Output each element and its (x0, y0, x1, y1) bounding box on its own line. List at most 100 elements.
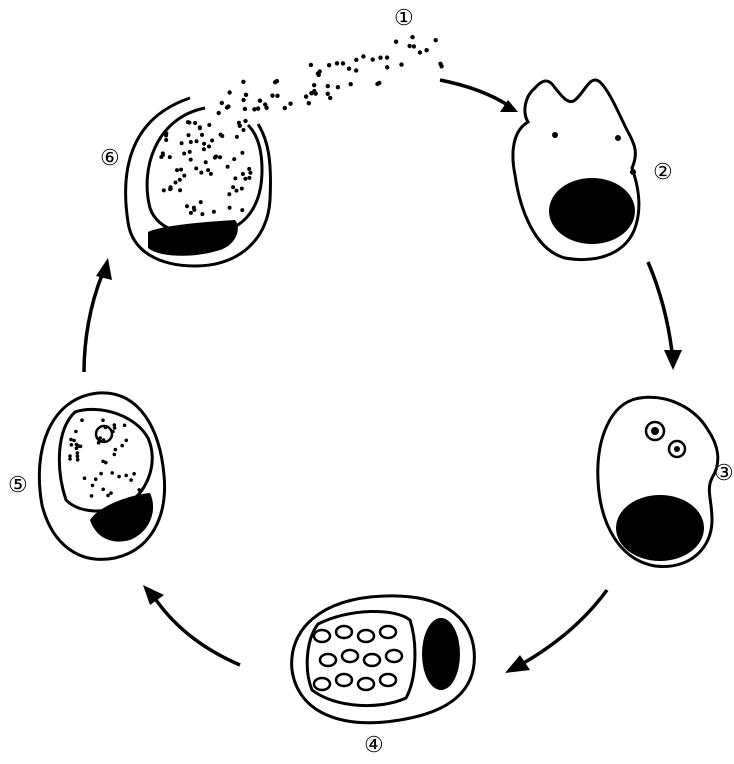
granule (80, 418, 84, 422)
particle (309, 91, 313, 95)
particle (240, 208, 244, 212)
stage-4-cell (292, 596, 475, 723)
particle (244, 93, 248, 97)
granule (101, 488, 105, 492)
particle (377, 81, 381, 85)
particle (218, 155, 222, 159)
granule (125, 439, 129, 443)
particle (247, 176, 251, 180)
particle (214, 155, 218, 159)
particle (240, 151, 244, 155)
particle (192, 206, 196, 210)
particle (243, 177, 247, 181)
stage-6-particles (159, 120, 252, 216)
particle (175, 168, 179, 172)
granule (69, 438, 73, 442)
particle (220, 134, 224, 138)
particle (162, 188, 166, 192)
particle (361, 54, 365, 58)
particle (193, 121, 197, 125)
particle (394, 40, 398, 44)
particle (243, 119, 247, 123)
particle (312, 83, 316, 87)
body (358, 678, 374, 690)
body (320, 654, 336, 666)
particle (232, 157, 236, 161)
body (364, 654, 380, 666)
body (336, 626, 352, 638)
particle (326, 84, 330, 88)
body (336, 674, 352, 686)
granule (94, 477, 98, 481)
particle (168, 155, 172, 159)
stage-2-particle (552, 132, 558, 138)
particle (169, 185, 173, 189)
particle (180, 141, 184, 145)
particle (207, 145, 211, 149)
particle (385, 65, 389, 69)
particle (178, 178, 182, 182)
particle (438, 62, 442, 66)
particle (385, 55, 389, 59)
particle (206, 168, 210, 172)
particle (226, 165, 230, 169)
granule (68, 454, 72, 458)
particle (202, 142, 206, 146)
particle (174, 181, 178, 185)
particle (252, 107, 256, 111)
particle (354, 58, 358, 62)
granule (70, 443, 74, 447)
particle (238, 124, 242, 128)
particle (270, 93, 274, 97)
particle (209, 172, 213, 176)
stage-3-cell (598, 397, 718, 566)
particle (241, 98, 245, 102)
particle (371, 57, 375, 61)
particle (275, 79, 279, 83)
particle (418, 50, 422, 54)
particle (336, 85, 340, 89)
granule (137, 488, 141, 492)
particle (207, 123, 211, 127)
particle (187, 121, 191, 125)
stage-4-inner-compartment (307, 611, 415, 705)
stage-6-label: ⑥ (100, 148, 120, 170)
granule (101, 419, 105, 423)
particle (242, 128, 246, 132)
granule (97, 441, 101, 445)
cycle-arrows (84, 80, 682, 673)
particle (412, 44, 416, 48)
particle (241, 172, 245, 176)
particle (378, 56, 382, 60)
particle (202, 147, 206, 151)
arrow-2-to-3-head (664, 350, 682, 370)
granule (124, 474, 128, 478)
particle (199, 200, 203, 204)
particle (231, 185, 235, 189)
particle (326, 92, 330, 96)
particle (307, 101, 311, 105)
stage-5-cell (39, 393, 164, 560)
particle (288, 102, 292, 106)
particle (354, 68, 358, 72)
granule (74, 430, 78, 434)
particle (241, 80, 245, 84)
granule (104, 426, 108, 430)
stage-5-nucleus (90, 493, 153, 542)
particle (159, 155, 163, 159)
granule (98, 436, 102, 440)
particle (347, 67, 351, 71)
granule (132, 472, 136, 476)
particle (317, 73, 321, 77)
particle (161, 151, 165, 155)
particle (189, 140, 193, 144)
body (358, 630, 374, 642)
stage-4-nucleus (422, 618, 460, 690)
particle (256, 106, 260, 110)
stage-2-particle (615, 135, 621, 141)
particle (410, 35, 414, 39)
particle (424, 48, 428, 52)
particle (335, 61, 339, 65)
